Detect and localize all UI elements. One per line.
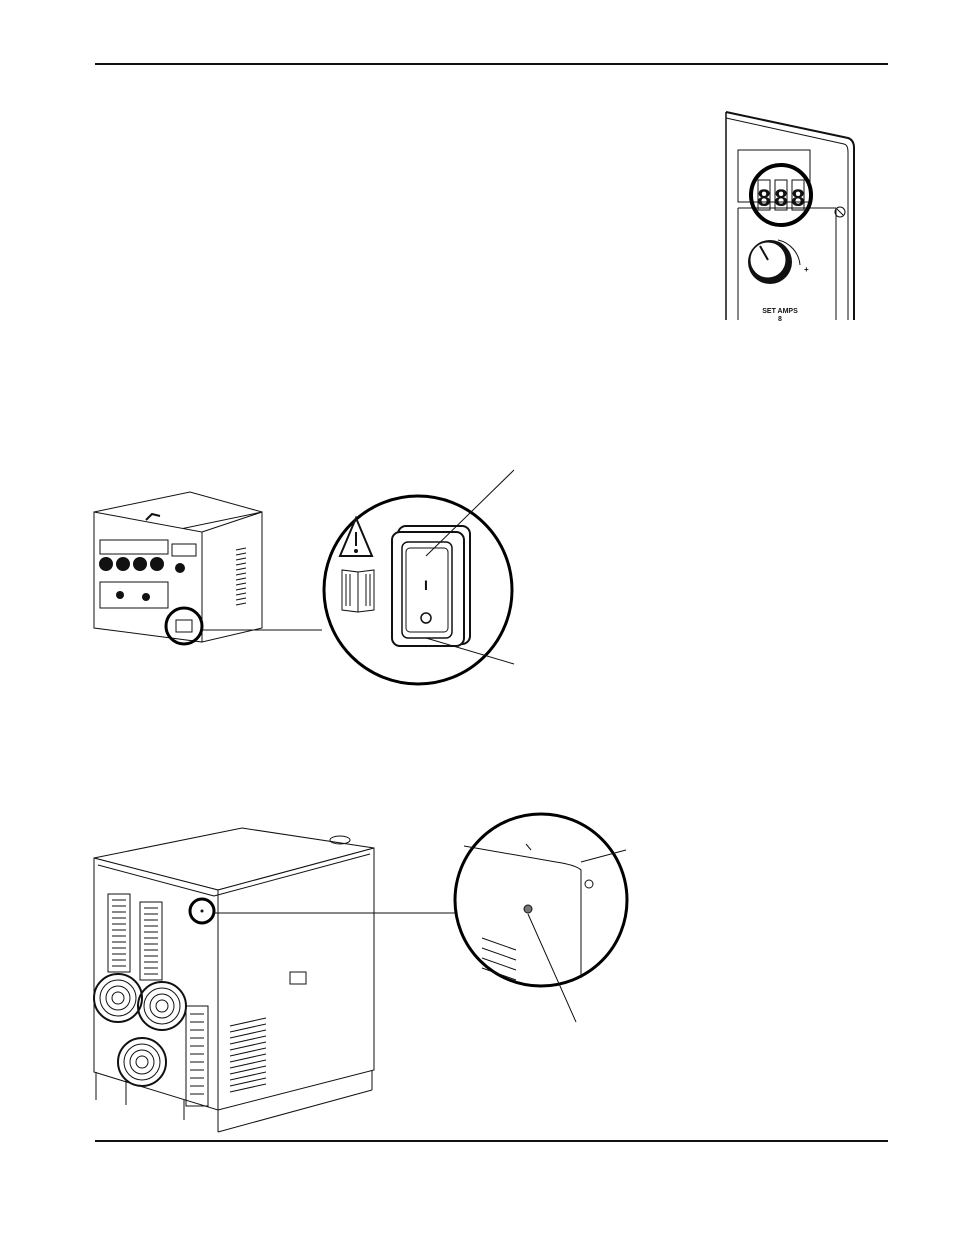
power-switch-figure: I [80, 460, 540, 695]
set-amps-label: SET AMPS [762, 308, 798, 315]
power-unit-cabinet [93, 491, 263, 646]
switch-on-symbol: I [424, 577, 428, 593]
footer-rule [95, 1140, 888, 1142]
screw-detail [453, 812, 629, 988]
screw-icon [523, 904, 533, 914]
set-amps-sublabel: 8 [778, 316, 782, 322]
digit-2: 8 [774, 185, 787, 212]
amperage-knob: + [748, 239, 809, 284]
cabinet-body [93, 827, 375, 1133]
digit-3: 8 [791, 185, 804, 212]
seven-segment-digits: 8 8 8 [757, 179, 805, 212]
switch-highlight-circle [164, 606, 204, 646]
power-switch-icon: I [391, 525, 471, 647]
manual-book-icon [341, 569, 375, 613]
rear-cabinet-illustration [93, 812, 629, 1133]
power-switch-illustration: I [93, 469, 515, 686]
amp-display-figure: 8 8 8 + SET AMPS 8 [720, 110, 860, 322]
switch-detail: I [322, 494, 514, 686]
cooling-fan-icon [93, 973, 187, 1087]
rear-cabinet-figure [86, 810, 636, 1140]
svg-text:+: + [804, 265, 809, 274]
warning-icon [338, 515, 374, 557]
screw-icon [834, 206, 846, 218]
screw-highlight-circle [188, 897, 216, 925]
highlight-circle [749, 163, 813, 227]
digit-1: 8 [757, 185, 770, 212]
header-rule [95, 63, 888, 65]
amp-display-illustration: 8 8 8 + SET AMPS 8 [725, 111, 855, 322]
